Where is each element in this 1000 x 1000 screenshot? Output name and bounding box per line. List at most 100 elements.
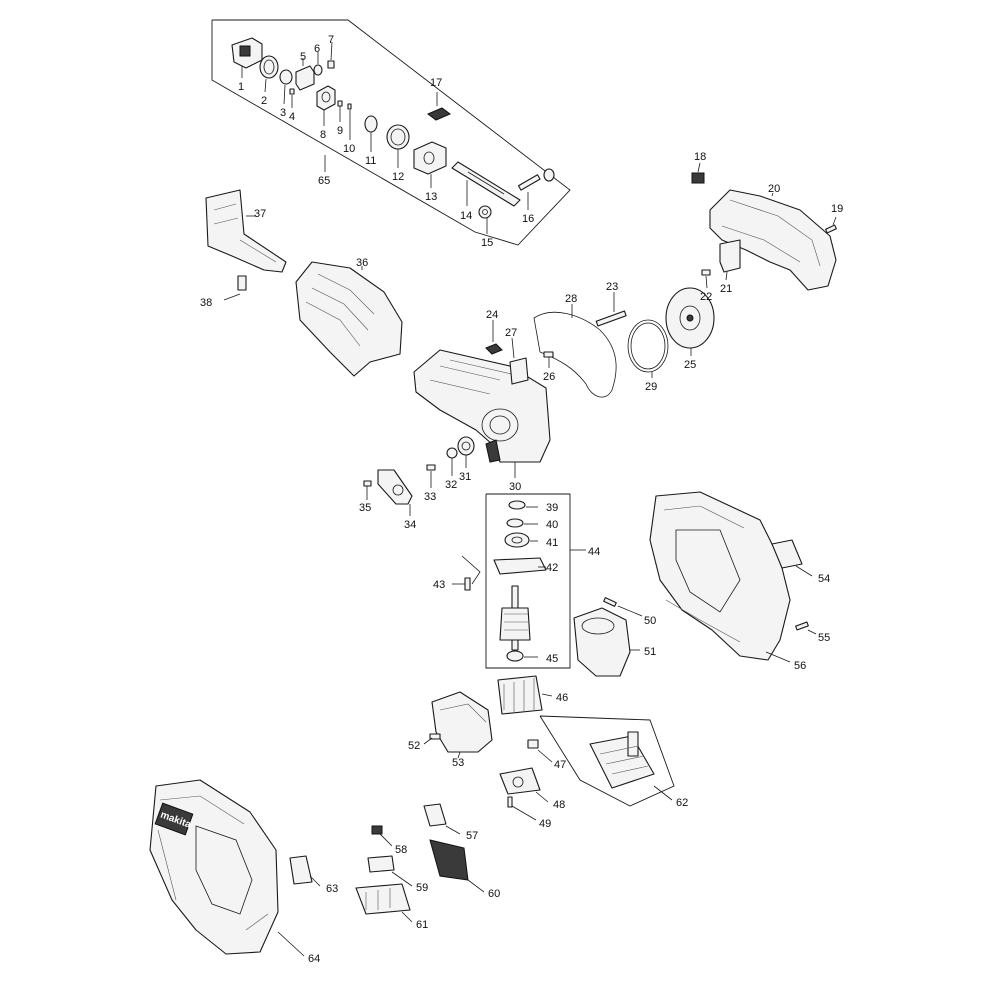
part-56-housing-half [649,491,791,663]
callout-49: 49 [539,818,551,830]
part-58-spring [371,825,393,847]
part-29-o-ring [627,319,669,378]
callout-1: 1 [238,81,244,93]
part-27-bracket [509,337,529,385]
callout-labels: 1 2 3 4 5 6 7 8 9 10 11 12 13 14 15 16 1… [200,34,843,965]
callout-28: 28 [565,293,577,305]
callout-6: 6 [314,43,320,55]
part-25-gear-plate [665,287,715,356]
part-39-washer [508,500,538,510]
callout-36: 36 [356,257,368,269]
callout-35: 35 [359,502,371,514]
part-42-plate [493,557,547,575]
part-35-screw [363,480,372,500]
part-40-ring [506,518,538,528]
callout-53: 53 [452,757,464,769]
callout-54: 54 [818,573,830,585]
part-1-collar [231,37,263,78]
callout-56: 56 [794,660,806,672]
callout-33: 33 [424,491,436,503]
callout-64: 64 [308,953,320,965]
part-17-pad [427,92,451,121]
callout-37: 37 [254,208,266,220]
callout-42: 42 [546,562,558,574]
part-48-brush-plate [499,767,549,803]
callout-31: 31 [459,471,471,483]
part-23-pin [595,292,627,327]
callout-41: 41 [546,537,558,549]
callout-17: 17 [430,77,442,89]
part-34-plate [377,469,413,516]
callout-65: 65 [318,175,330,187]
callout-15: 15 [481,237,493,249]
part-47-brush [527,739,553,763]
callout-48: 48 [553,799,565,811]
part-11-ring [364,115,378,152]
part-8-cylinder [316,85,336,126]
part-armature [499,585,531,651]
callout-7: 7 [328,34,334,46]
callout-2: 2 [261,95,267,107]
callout-62: 62 [676,797,688,809]
part-61-terminal [355,883,413,923]
callout-38: 38 [200,297,212,309]
part-2-ring [259,55,279,93]
part-55-screw [795,621,817,635]
callout-40: 40 [546,519,558,531]
assembly-frame-44 [485,493,586,669]
callout-46: 46 [556,692,568,704]
part-60-switch [429,839,485,893]
part-43-screw [452,555,481,591]
part-19-screw [825,216,837,234]
callout-4: 4 [289,111,295,123]
callout-24: 24 [486,309,498,321]
callout-29: 29 [645,381,657,393]
callout-55: 55 [818,632,830,644]
callout-5: 5 [300,51,306,63]
part-9-pin [337,100,343,122]
callout-12: 12 [392,171,404,183]
callout-60: 60 [488,888,500,900]
part-28-gasket [533,304,617,398]
part-38-screw [223,275,247,301]
callout-44: 44 [588,546,600,558]
callout-63: 63 [326,883,338,895]
part-54-label [771,539,813,577]
assembly-frame-65 [211,19,571,246]
part-31-bearing [457,436,475,468]
callout-18: 18 [694,151,706,163]
callout-19: 19 [831,203,843,215]
part-30-gear-housing [413,349,551,478]
part-18-clip [691,162,705,184]
part-3-snap-ring [279,69,293,105]
part-51-motor-bracket [573,607,640,677]
part-49-screw [507,796,537,821]
callout-25: 25 [684,359,696,371]
callout-50: 50 [644,615,656,627]
part-32-washer [446,447,458,476]
part-46-stator [497,675,553,715]
callout-61: 61 [416,919,428,931]
callout-11: 11 [365,155,376,167]
callout-59: 59 [416,882,428,894]
callout-32: 32 [445,479,457,491]
part-16-pin [517,168,555,210]
callout-51: 51 [644,646,656,658]
callout-21: 21 [720,283,732,295]
callout-30: 30 [509,481,521,493]
part-4-pin [289,88,295,108]
part-52-screw [423,733,441,745]
callout-34: 34 [404,519,416,531]
part-53-switch-housing [431,691,493,759]
part-64-rear-housing: makita [149,779,305,957]
part-37-guard-bracket [205,189,287,273]
callout-20: 20 [768,183,780,195]
callout-26: 26 [543,371,555,383]
part-21-bracket [719,239,741,281]
callout-43: 43 [433,579,445,591]
part-62-controller [539,715,675,807]
part-7-bolt [327,41,335,69]
callout-57: 57 [466,830,478,842]
callout-10: 10 [343,143,355,155]
